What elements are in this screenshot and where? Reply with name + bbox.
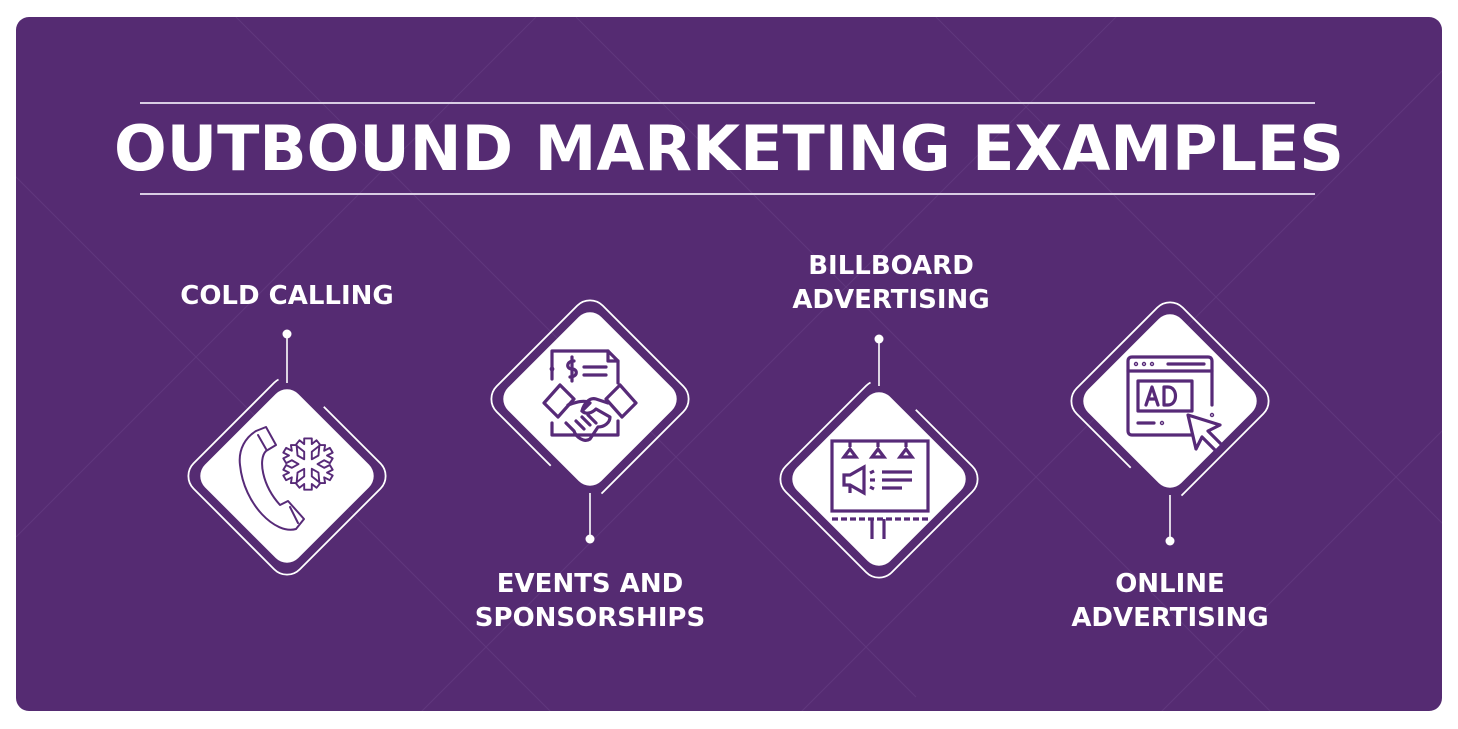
page-title: OUTBOUND MARKETING EXAMPLES: [114, 112, 1344, 185]
infographic-panel: OUTBOUND MARKETING EXAMPLES COLD CALLING: [16, 17, 1442, 711]
browser-ad-cursor-icon: [1126, 355, 1224, 453]
title-rule-bottom: [140, 193, 1315, 195]
example-label-billboard-advertising: BILLBOARD ADVERTISING: [792, 251, 990, 315]
billboard-megaphone-icon: [830, 439, 930, 539]
title-rule-top: [140, 102, 1315, 104]
example-label-events-sponsorships: EVENTS AND SPONSORSHIPS: [474, 569, 706, 633]
phone-snowflake-icon: [238, 426, 334, 531]
example-label-cold-calling: COLD CALLING: [180, 281, 394, 311]
example-label-online-advertising: ONLINE ADVERTISING: [1071, 569, 1269, 633]
contract-handshake-icon: [542, 349, 638, 442]
